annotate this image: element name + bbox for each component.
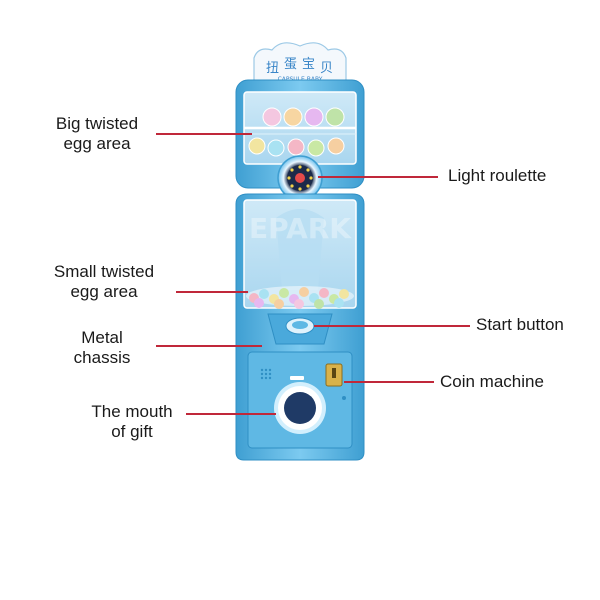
label-big-egg-area: Big twisted egg area [46,114,148,154]
watermark: EPARK [249,212,352,245]
label-mouth-of-gift-line-2: of gift [111,422,153,441]
big-capsules [248,107,345,157]
label-mouth-of-gift: The mouth of gift [80,402,184,442]
start-button-panel [267,313,333,345]
signboard-glyph-2: 蛋 [284,57,297,72]
leader-line-small-egg-area [176,291,248,293]
leader-line-light-roulette [318,176,438,178]
label-small-egg-area-line-1: Small twisted [53,262,155,281]
leader-line-metal-chassis [156,345,262,347]
label-metal-chassis: Metal chassis [62,328,142,368]
signboard-glyph-3: 宝 [302,57,315,72]
leader-line-start-button [314,325,470,327]
light-roulette [277,155,323,201]
label-light-roulette: Light roulette [448,166,546,186]
label-start-button-text: Start button [476,315,564,334]
label-metal-chassis-line-1: Metal [81,328,123,347]
label-big-egg-area-line-1: Big twisted [55,114,139,133]
label-start-button: Start button [476,315,564,335]
label-small-egg-area-line-2: egg area [70,282,138,301]
label-metal-chassis-line-2: chassis [73,348,131,367]
signboard: 扭 蛋 宝 贝 CAPSULE BABY [253,42,347,85]
label-mouth-of-gift-line-1: The mouth [91,402,173,421]
gift-mouth [274,382,326,434]
label-small-egg-area: Small twisted egg area [40,262,168,302]
leader-line-mouth-of-gift [186,413,276,415]
signboard-glyph-4: 贝 [320,61,333,76]
leader-line-coin-machine [344,381,434,383]
label-light-roulette-text: Light roulette [448,166,547,185]
leader-line-big-egg-area [156,133,252,135]
signboard-glyph-1: 扭 [266,61,279,76]
label-coin-machine-text: Coin machine [440,372,544,391]
label-big-egg-area-line-2: egg area [63,134,131,153]
small-capsules [246,286,354,309]
label-coin-machine: Coin machine [440,372,544,392]
